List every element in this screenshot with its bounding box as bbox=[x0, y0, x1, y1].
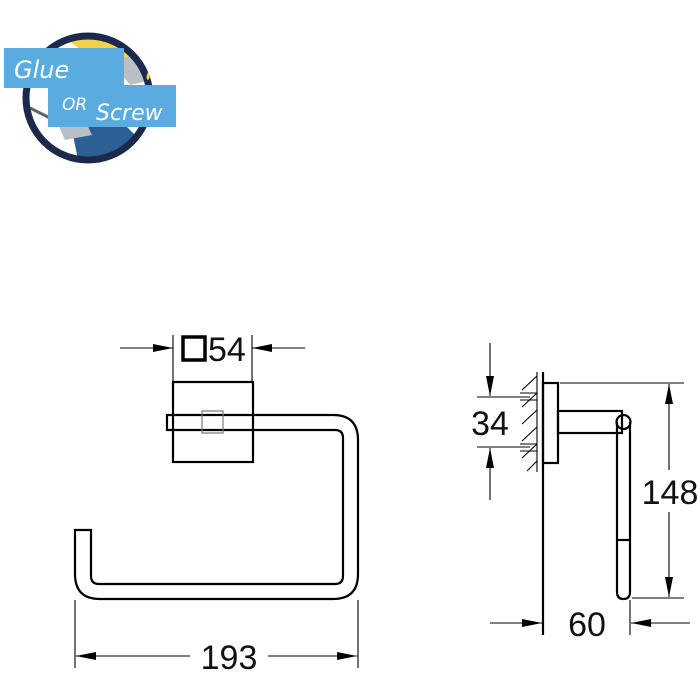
height-label: 148 bbox=[642, 474, 699, 512]
logo-text-screw: Screw bbox=[96, 101, 164, 126]
depth-label: 60 bbox=[568, 606, 606, 644]
width-label: 193 bbox=[201, 639, 258, 677]
wall-hatching bbox=[520, 375, 538, 472]
logo-text-or: OR bbox=[62, 95, 87, 115]
logo-text-glue: Glue bbox=[14, 56, 69, 84]
front-view: 54 193 bbox=[73, 331, 360, 677]
wall-mount-block bbox=[171, 380, 255, 464]
screw-spacing-label: 34 bbox=[471, 405, 509, 443]
side-view: 34 148 60 bbox=[471, 343, 698, 644]
towel-ring bbox=[73, 413, 360, 601]
base-size-label: 54 bbox=[208, 331, 246, 369]
glue-or-screw-logo: Glue OR Screw bbox=[4, 32, 176, 164]
square-symbol-icon bbox=[181, 335, 207, 362]
